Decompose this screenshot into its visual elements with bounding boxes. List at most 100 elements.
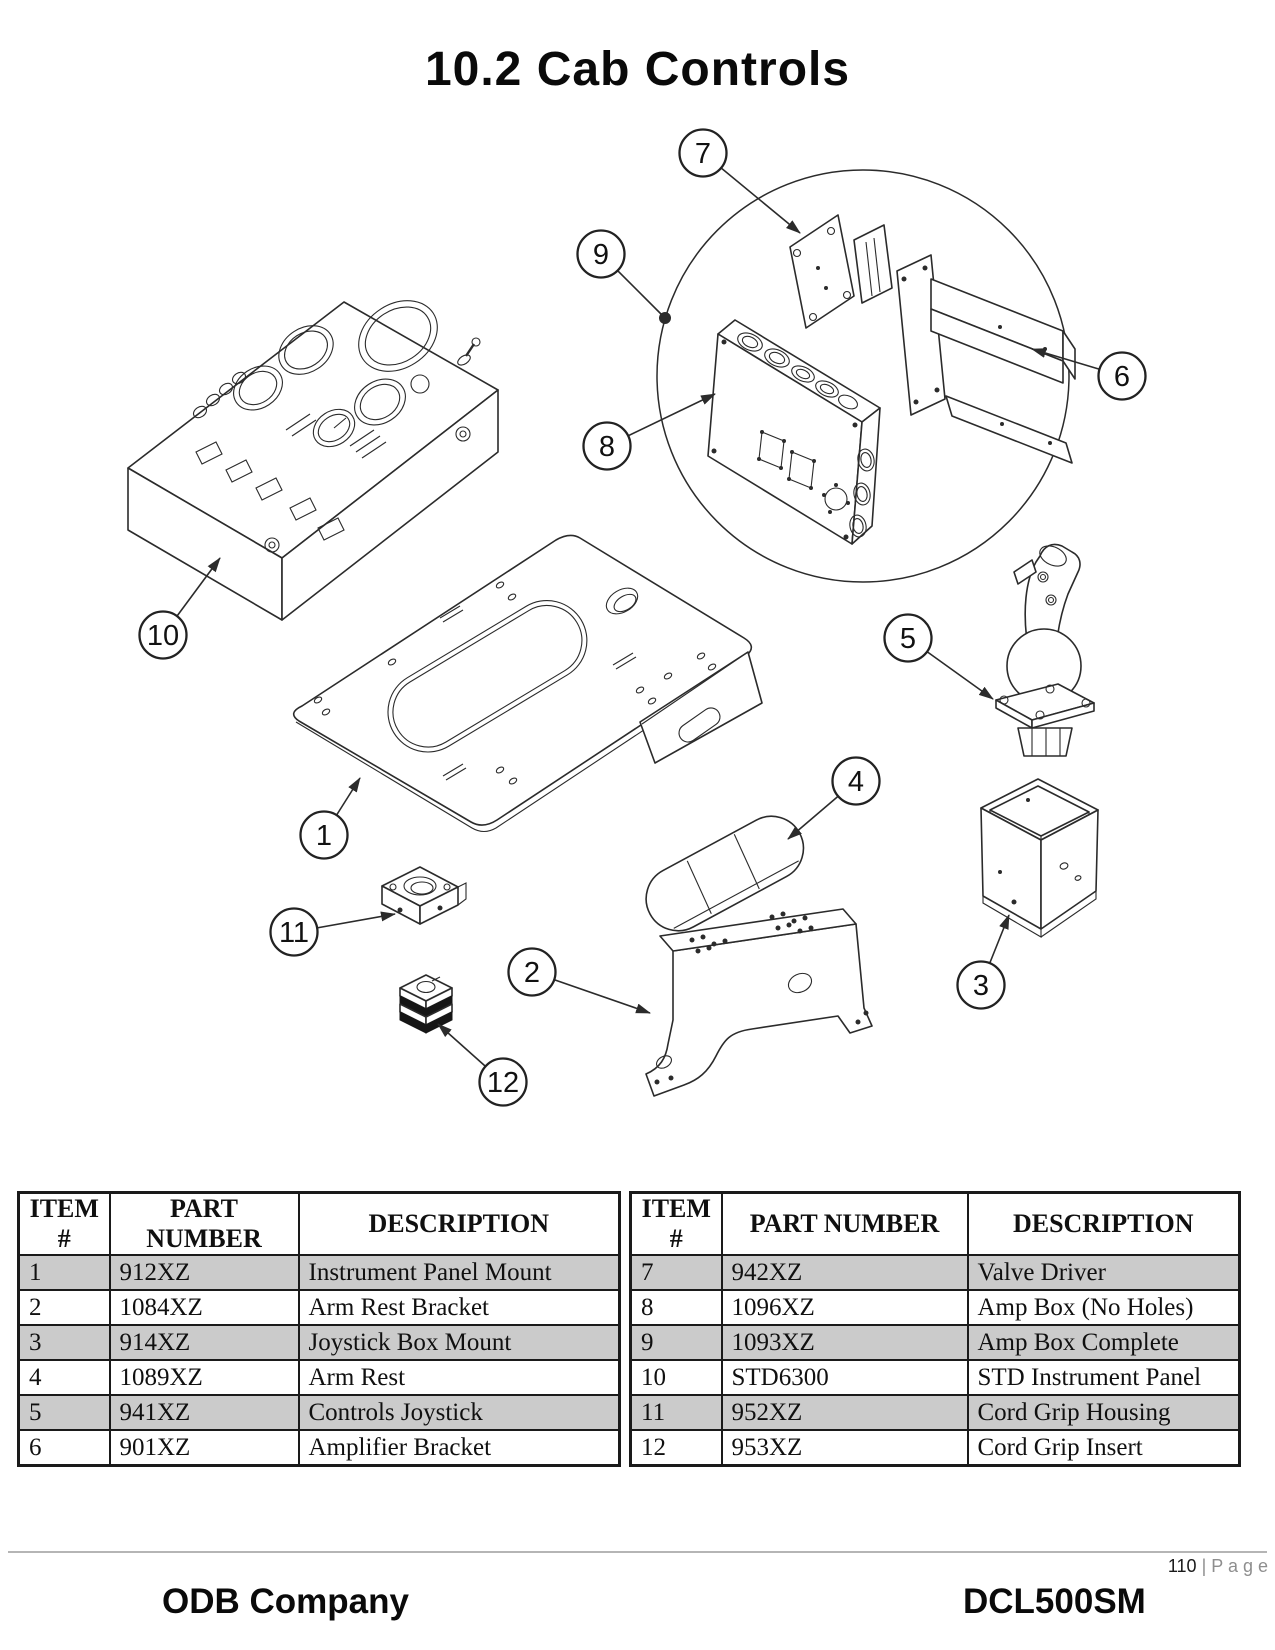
callout-circle: [299, 810, 349, 860]
part-number-cell: 912XZ: [108, 1254, 300, 1291]
description-cell: Amplifier Bracket: [297, 1429, 621, 1467]
part-number-cell: 1093XZ: [720, 1324, 969, 1361]
callout-number: 3: [973, 970, 989, 1002]
callout-number: 2: [524, 957, 540, 989]
description-cell: Cord Grip Housing: [966, 1394, 1241, 1431]
part-number-cell: STD6300: [720, 1359, 969, 1396]
callout-circle: [582, 421, 632, 471]
callout-circle: [956, 960, 1006, 1010]
part-number-cell: 952XZ: [720, 1394, 969, 1431]
item-number-cell: 4: [17, 1359, 111, 1396]
column-header: ITEM #: [17, 1191, 111, 1256]
footer-model: DCL500SM: [963, 1582, 1146, 1621]
part-number-cell: 941XZ: [108, 1394, 300, 1431]
item-number-cell: 1: [17, 1254, 111, 1291]
description-cell: Instrument Panel Mount: [297, 1254, 621, 1291]
callout-4: 4: [787, 756, 881, 840]
callout-6: 6: [1031, 348, 1147, 401]
item-number-cell: 5: [17, 1394, 111, 1431]
callout-2: 2: [507, 947, 651, 1014]
amplifier-bracket-drawing: [896, 254, 1076, 464]
part-number-cell: 942XZ: [720, 1254, 969, 1291]
callout-circle: [831, 756, 881, 806]
instrument-panel-drawing: [127, 300, 499, 621]
callout-11: 11: [269, 907, 396, 957]
part-number-cell: 1089XZ: [108, 1359, 300, 1396]
callout-circle: [883, 613, 933, 663]
item-number-cell: 12: [629, 1429, 723, 1467]
callout-number: 5: [900, 623, 916, 655]
description-cell: Amp Box (No Holes): [966, 1289, 1241, 1326]
callout-number: 11: [279, 917, 309, 949]
callout-circle: [678, 128, 728, 178]
cord-grip-insert-drawing: [399, 974, 453, 1034]
callout-number: 9: [593, 239, 609, 271]
column-header: DESCRIPTION: [966, 1191, 1241, 1256]
column-header: DESCRIPTION: [297, 1191, 621, 1256]
item-number-cell: 2: [17, 1289, 111, 1326]
page-number-value: 110: [1167, 1556, 1197, 1576]
callout-number: 12: [487, 1067, 519, 1099]
callout-number: 1: [316, 820, 332, 852]
part-number-cell: 953XZ: [720, 1429, 969, 1467]
description-cell: Amp Box Complete: [966, 1324, 1241, 1361]
valve-driver-drawing: [789, 214, 893, 329]
callout-circle: [507, 947, 557, 997]
callout-circle: [1097, 351, 1147, 401]
item-number-cell: 7: [629, 1254, 723, 1291]
part-number-cell: 901XZ: [108, 1429, 300, 1467]
item-number-cell: 3: [17, 1324, 111, 1361]
callout-circle: [478, 1057, 528, 1107]
controls-joystick-drawing: [995, 543, 1095, 757]
callout-5: 5: [883, 613, 994, 700]
item-number-cell: 10: [629, 1359, 723, 1396]
part-number-cell: 1096XZ: [720, 1289, 969, 1326]
callout-1: 1: [299, 777, 361, 860]
callout-7: 7: [678, 128, 801, 234]
callout-number: 6: [1114, 361, 1130, 393]
panel-mount-plate-drawing: [292, 534, 763, 833]
callout-number: 8: [599, 431, 615, 463]
column-header: PART NUMBER: [108, 1191, 300, 1256]
part-number-cell: 914XZ: [108, 1324, 300, 1361]
footer-divider: [8, 1551, 1267, 1553]
item-number-cell: 9: [629, 1324, 723, 1361]
callout-circle: [138, 610, 188, 660]
callout-circle: [576, 229, 626, 279]
callout-3: 3: [956, 914, 1010, 1010]
description-cell: Arm Rest: [297, 1359, 621, 1396]
page-title: 10.2 Cab Controls: [424, 43, 851, 96]
joystick-box-mount-drawing: [980, 778, 1099, 938]
item-number-cell: 8: [629, 1289, 723, 1326]
part-number-cell: 1084XZ: [108, 1289, 300, 1326]
callout-8: 8: [582, 393, 716, 471]
footer-company: ODB Company: [162, 1582, 409, 1621]
callout-circle: [269, 907, 319, 957]
callout-12: 12: [437, 1023, 528, 1107]
description-cell: Joystick Box Mount: [297, 1324, 621, 1361]
callout-number: 7: [695, 138, 711, 170]
column-header: PART NUMBER: [720, 1191, 969, 1256]
amp-box-drawing: [707, 319, 881, 545]
page-number-separator: |: [1201, 1556, 1207, 1576]
detail-circle: [656, 169, 1070, 583]
description-cell: Cord Grip Insert: [966, 1429, 1241, 1467]
item-number-cell: 11: [629, 1394, 723, 1431]
description-cell: Valve Driver: [966, 1254, 1241, 1291]
description-cell: Controls Joystick: [297, 1394, 621, 1431]
item-number-cell: 6: [17, 1429, 111, 1467]
callout-number: 10: [147, 620, 179, 652]
cord-grip-housing-drawing: [381, 866, 467, 925]
arm-rest-drawing: [645, 815, 805, 932]
